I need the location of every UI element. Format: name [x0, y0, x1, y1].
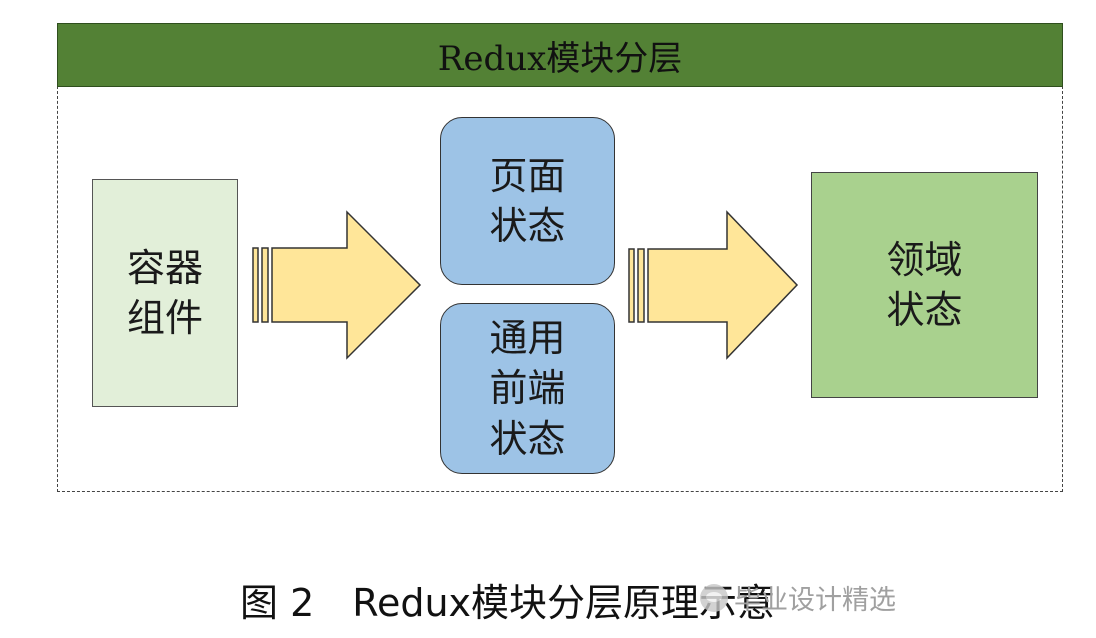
- domain-state-line1: 领域: [886, 237, 963, 282]
- page-state-line2: 状态: [489, 204, 566, 248]
- header-title: Redux模块分层: [437, 38, 683, 79]
- common-state-line3: 状态: [489, 416, 566, 461]
- container-label-line2: 组件: [126, 296, 203, 340]
- common-state-line1: 通用: [489, 316, 566, 361]
- figure-caption: 图 2 Redux模块分层原理示意: [240, 581, 776, 625]
- left-arrow: [252, 210, 422, 360]
- domain-state-line2: 状态: [886, 288, 963, 332]
- watermark: 毕业设计精选: [700, 578, 896, 617]
- right-arrow-body: [647, 210, 799, 360]
- page-state-line1: 页面: [489, 153, 566, 198]
- right-arrow-stripe-1: [628, 248, 635, 323]
- page-state-box: 页面 状态: [440, 117, 615, 285]
- left-arrow-body: [271, 210, 422, 360]
- right-arrow-stripe-2: [637, 248, 645, 323]
- common-state-line2: 前端: [489, 366, 566, 411]
- diagram-header: Redux模块分层: [57, 23, 1063, 87]
- common-frontend-state-box: 通用 前端 状态: [440, 303, 615, 474]
- left-arrow-stripe-2: [261, 247, 269, 323]
- right-arrow: [628, 210, 799, 360]
- watermark-text: 毕业设计精选: [734, 585, 896, 616]
- container-component-box: 容器 组件: [92, 179, 238, 407]
- domain-state-box: 领域 状态: [811, 172, 1038, 398]
- container-label-line1: 容器: [126, 245, 203, 290]
- wechat-icon: [700, 583, 728, 612]
- left-arrow-stripe-1: [252, 247, 259, 323]
